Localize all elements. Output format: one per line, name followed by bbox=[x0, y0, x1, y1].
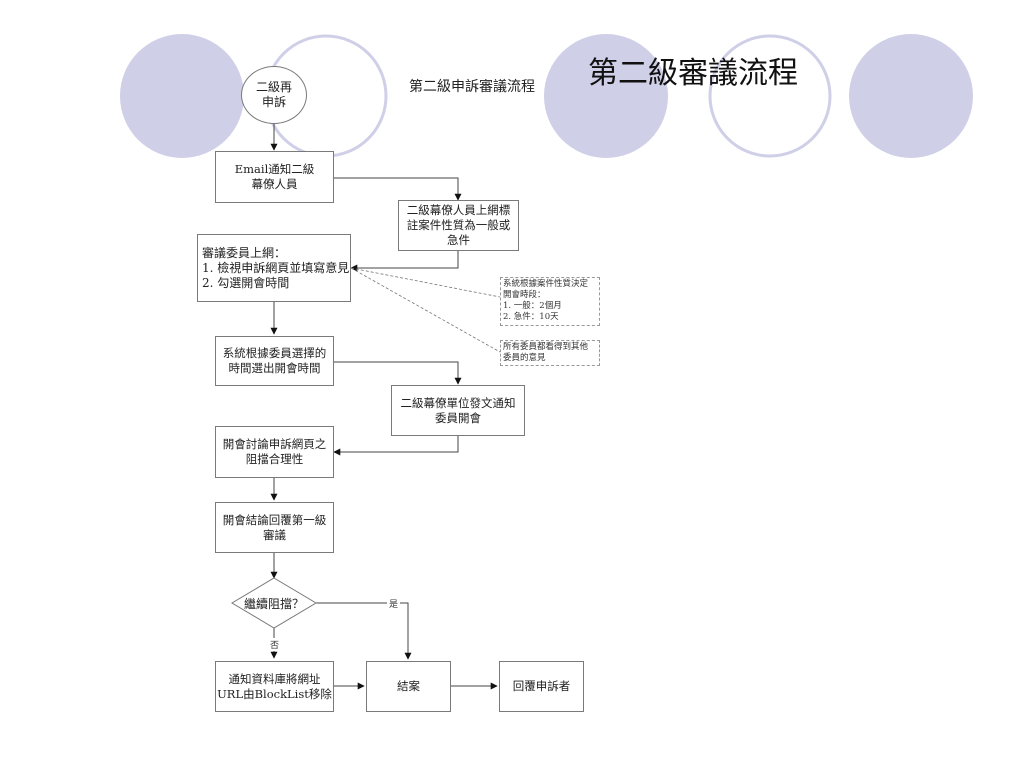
edge-decision-yes bbox=[316, 602, 412, 660]
decision-label: 繼續阻擋？ bbox=[243, 597, 304, 611]
visibility-rule-note: 所有委員都看得到其他 委員的意見 bbox=[500, 340, 600, 366]
edge-email-to-staff bbox=[334, 177, 462, 201]
committee-review-node: 審議委員上網： 1. 檢視申訴網頁並填寫意見 2. 勾選開會時間 bbox=[197, 234, 351, 302]
notify-remove-node: 通知資料庫將網址 URL由BlockList移除 bbox=[215, 661, 334, 712]
edge-notice-to-discuss bbox=[333, 436, 459, 456]
system-select-node: 系統根據委員選擇的 時間選出開會時間 bbox=[215, 336, 334, 386]
yes-label: 是 bbox=[387, 597, 401, 610]
staff-notice-node: 二級幕僚單位發文通知 委員開會 bbox=[391, 385, 525, 436]
email-notify-node: Email通知二級 幕僚人員 bbox=[215, 151, 334, 203]
edge-staff-to-committee bbox=[350, 251, 459, 272]
close-case-node: 結案 bbox=[366, 661, 451, 712]
edge-system-to-notice bbox=[334, 361, 462, 385]
reply-appellant-node: 回覆申訴者 bbox=[499, 661, 584, 712]
decision-diamond bbox=[231, 577, 317, 629]
deco-circle-filled-1 bbox=[120, 34, 244, 158]
deco-circle-outline-2 bbox=[708, 34, 832, 158]
deco-circle-filled-3 bbox=[849, 34, 973, 158]
deco-circle-filled-2 bbox=[544, 34, 668, 158]
meeting-reply-node: 開會結論回覆第一級 審議 bbox=[215, 502, 334, 553]
staff-mark-node: 二級幕僚人員上網標 註案件性質為一般或 急件 bbox=[398, 200, 519, 251]
note-link-timing bbox=[350, 267, 501, 298]
note-link-visibility bbox=[350, 267, 501, 353]
meeting-discuss-node: 開會討論申訴網頁之 阻擋合理性 bbox=[215, 426, 334, 478]
flowchart-title: 第二級申訴審議流程 bbox=[409, 79, 535, 95]
timing-rule-note: 系統根據案件性質決定 開會時段： 1. 一般：2個月 2. 急件：10天 bbox=[500, 277, 600, 326]
slide-title: 第二級審議流程 bbox=[588, 56, 798, 91]
start-node: 二級再 申訴 bbox=[241, 66, 307, 124]
no-label: 否 bbox=[269, 638, 281, 651]
